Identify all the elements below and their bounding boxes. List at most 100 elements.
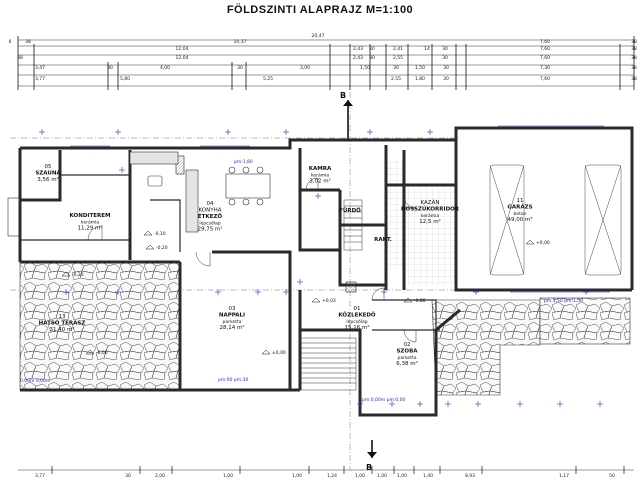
dim-label: 5,80 [120,76,130,82]
room-area: 15,16 m² [344,324,369,331]
room-name: SZAUNA [35,171,61,177]
room-name: HÁTSÓ TERASZ [39,320,86,327]
column [345,281,357,293]
boiler-room-tiles [404,185,456,285]
survey-cross [557,401,563,407]
kitchen-furniture [129,151,271,233]
room-material: lépcsőlap [346,318,367,325]
dim-label: 30 [442,55,448,61]
spot-height-value: -0,80 [414,298,426,304]
section-marker-bottom: B [366,463,372,472]
survey-cross [115,129,121,135]
survey-cross [283,129,289,135]
bottom-dim-label: 1,17 [559,473,569,479]
room-name: KAZÁN [421,199,440,206]
room-name: 01 [354,306,361,312]
section-marker-top: B [340,91,346,100]
survey-cross [63,289,69,295]
bottom-dim-label: 1,40 [423,473,433,479]
survey-cross [427,129,433,135]
room-area: 3,56 m² [37,176,59,183]
survey-marks [39,129,603,407]
room-name: 05 [45,164,52,170]
dim-label: 38 [631,65,637,71]
spot-height-marker [525,239,535,245]
room-name: KONYHA [198,208,221,214]
survey-cross [115,289,121,295]
dimension-chains [17,36,635,90]
dim-label: 7,60 [540,39,550,45]
bottom-dim-label: 30 [125,473,131,479]
room-area: 11,29 m² [77,225,102,232]
level-annotation: pm:1,80 [234,159,253,165]
drawing-title: FÖLDSZINTI ALAPRAJZ M=1:100 [226,4,414,16]
corridor-tiles [386,160,404,270]
dim-label: 3,00 [300,65,310,71]
room-area: 3,02 m² [309,178,331,185]
dim-label: 1,50 [415,65,425,71]
room-area: 29,75 m² [197,226,222,233]
room-name: RAKT. [374,237,392,243]
dim-label: 10,37 [234,39,247,45]
bottom-dim-label: 1,00 [292,473,302,479]
dim-label: 38 [631,46,637,52]
spot-height-marker [311,297,321,303]
level-annotation: pm:1,50 pm:1,50 [544,298,583,304]
room-material: beton [514,211,527,217]
room-name: 13 [59,314,66,320]
dim-label: 7,60 [540,55,550,61]
room-name: KONDITEREM [70,213,111,219]
room-area: 12,5 m² [419,218,441,225]
dim-label: 38 [631,55,637,61]
survey-cross [283,289,289,295]
bottom-dim-label: 8,93 [465,473,475,479]
terrace-paving [19,261,181,391]
room-material: kerámia [311,172,329,179]
dim-label: 38 [631,76,637,82]
room-material: parketta [223,319,242,325]
dim-label: 30 [443,65,449,71]
bottom-dim-label: 1,00 [355,473,365,479]
survey-cross [367,129,373,135]
dim-label: 1,80 [415,76,425,82]
bottom-dim-label: 1,00 [223,473,233,479]
dim-label: 5,25 [263,76,273,82]
stairs [299,199,363,391]
spot-height-value: -0,20 [72,272,84,278]
room-name: GARÁZS [507,204,532,211]
dim-label: 30 [442,46,448,52]
dim-label: 2,41 [393,46,403,52]
survey-cross [119,167,125,173]
survey-cross [583,289,589,295]
dim-label: 1,50 [360,65,370,71]
room-area: 31,40 m² [49,326,74,333]
dim-label: 38 [25,39,31,45]
level-annotation: pm:0,00m pm:0,00 [362,397,406,403]
survey-cross [597,401,603,407]
room-name: HOSSZÚKORRIDOR [401,206,460,213]
dim-label: 6 [9,39,12,45]
spot-height-value: +0,03 [322,298,336,304]
spot-height-value: -0,00 [96,350,108,356]
room-name: 02 [404,342,411,348]
room-area: 28,14 m² [219,324,244,331]
dim-label: 2,55 [393,55,403,61]
dim-label: 30 [393,65,399,71]
survey-cross [517,401,523,407]
spot-height-marker [143,230,153,236]
spot-height-marker [403,297,413,303]
windows [7,125,610,293]
survey-cross [417,401,423,407]
dim-label: 30 [443,76,449,82]
room-name: ÉTKEZŐ [198,212,223,220]
spot-height-value: -0,20 [156,245,168,251]
front-paving [431,299,541,396]
dim-label: 20,47 [312,33,325,39]
room-name: KÖZLEKEDŐ [338,312,376,319]
survey-cross [297,279,303,285]
survey-cross [225,129,231,135]
dim-label: 7,30 [540,65,550,71]
